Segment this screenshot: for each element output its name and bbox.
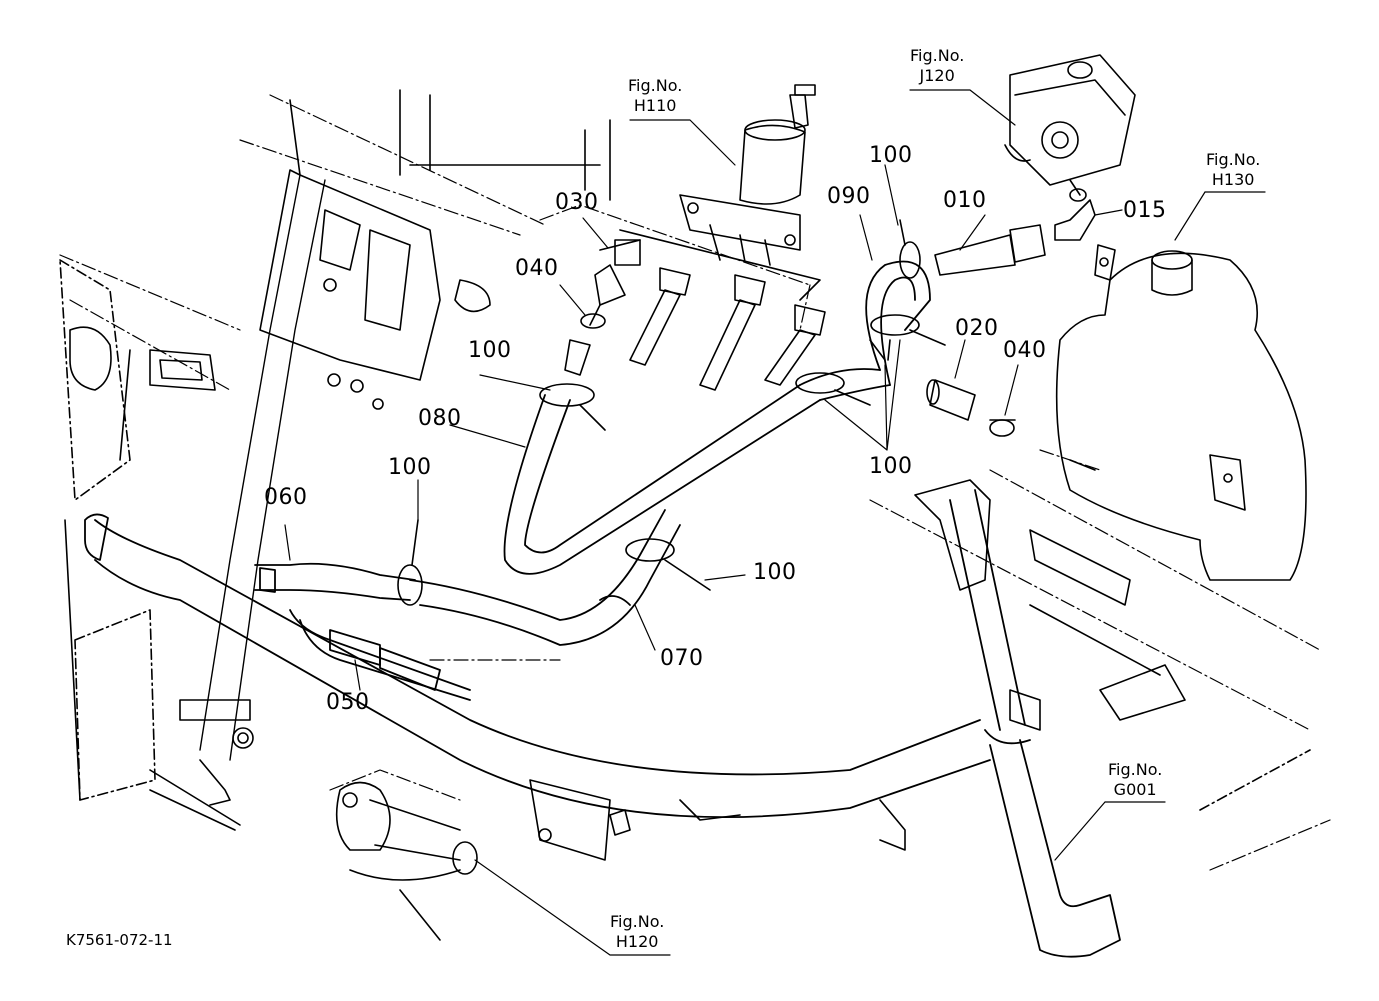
right-deck — [914, 479, 1311, 811]
part-label-040-left: 040 — [515, 256, 559, 281]
part-label-060: 060 — [264, 485, 308, 510]
bulkhead — [149, 169, 491, 410]
figref-j120: Fig.No. J120 — [910, 46, 964, 86]
figref-g001-code: G001 — [1113, 780, 1157, 799]
figref-h120-code: H120 — [615, 932, 659, 951]
fitting-040-right — [989, 419, 1016, 437]
steering-unit — [679, 84, 816, 266]
left-frame-panel — [59, 259, 156, 801]
part-label-100-right: 100 — [869, 454, 913, 479]
hose-080 — [503, 368, 891, 575]
figref-h130-code: H130 — [1211, 170, 1255, 189]
part-label-010: 010 — [943, 188, 987, 213]
hose-070 — [409, 509, 681, 646]
drawing-code: K7561-072-11 — [66, 931, 173, 949]
elbow-015 — [1054, 188, 1096, 241]
figref-j120-code: J120 — [919, 66, 955, 85]
part-label-090: 090 — [827, 184, 871, 209]
lower-bracket — [149, 699, 906, 861]
part-label-050: 050 — [326, 690, 370, 715]
hose-020 — [926, 379, 976, 421]
fitting-030 — [589, 239, 641, 326]
part-label-040-right: 040 — [1003, 338, 1047, 363]
part-label-080: 080 — [418, 406, 462, 431]
fitting-010 — [934, 224, 1046, 276]
figref-g001-prefix: Fig.No. — [1108, 760, 1163, 779]
hose-060 — [254, 562, 416, 601]
pump-housing-lower — [335, 781, 478, 941]
figref-h120-prefix: Fig.No. — [610, 912, 665, 931]
vertical-tubes — [199, 89, 611, 761]
fitting-stack — [564, 229, 826, 391]
hose-090 — [865, 260, 931, 386]
figref-h130-prefix: Fig.No. — [1206, 150, 1261, 169]
leader-lines — [284, 89, 1266, 956]
figref-j120-prefix: Fig.No. — [910, 46, 965, 65]
figref-g001: Fig.No. G001 — [1108, 760, 1162, 800]
figref-h110-prefix: Fig.No. — [628, 76, 683, 95]
part-label-070: 070 — [660, 646, 704, 671]
part-label-100-clamp: 100 — [753, 560, 797, 585]
main-frame-tube — [84, 489, 1121, 958]
cable-ties — [397, 219, 946, 606]
part-label-030: 030 — [555, 190, 599, 215]
pump-j120 — [1004, 54, 1136, 196]
part-label-100-left: 100 — [468, 338, 512, 363]
figref-h120: Fig.No. H120 — [610, 912, 664, 952]
figref-h110: Fig.No. H110 — [628, 76, 682, 116]
part-label-100-top: 100 — [869, 143, 913, 168]
hose-050 — [289, 609, 471, 701]
fitting-040-left — [580, 313, 606, 329]
chassis-frame — [59, 94, 1331, 871]
part-label-015: 015 — [1123, 198, 1167, 223]
figref-h130: Fig.No. H130 — [1206, 150, 1260, 190]
part-label-020: 020 — [955, 316, 999, 341]
figref-h110-code: H110 — [633, 96, 677, 115]
tank-h130 — [1055, 244, 1307, 581]
part-label-100-mid: 100 — [388, 455, 432, 480]
